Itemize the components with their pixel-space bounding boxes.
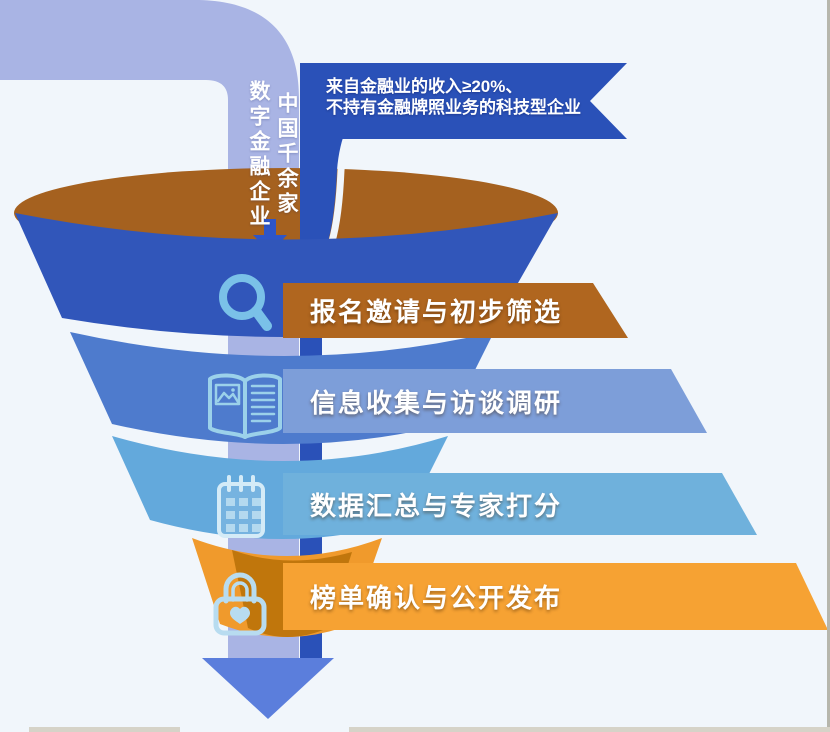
stage-banner-3 xyxy=(283,473,757,535)
criteria-banner-text: 来自金融业的收入≥20%、 不持有金融牌照业务的科技型企业 xyxy=(326,76,581,118)
stage-label-1: 报名邀请与初步筛选 xyxy=(310,297,563,327)
lock-icon xyxy=(213,572,267,636)
open-book-icon xyxy=(208,373,282,439)
criteria-banner-shape xyxy=(300,63,627,139)
stage-label-3: 数据汇总与专家打分 xyxy=(310,490,563,521)
stage-banner-1 xyxy=(283,283,628,338)
source-label-column-right: 中国千余家 xyxy=(275,92,298,217)
down-arrow-small-icon xyxy=(253,219,287,253)
frame-bottom-bar-left xyxy=(29,727,180,732)
magnifier-icon xyxy=(219,274,272,331)
stage-label-4: 榜单确认与公开发布 xyxy=(310,583,563,613)
frame-bottom-bar-right xyxy=(349,727,830,732)
frame-right-border xyxy=(827,0,830,732)
exit-arrow-icon xyxy=(202,658,334,719)
source-label-column-left: 数字金融企业 xyxy=(247,80,270,230)
criteria-line-2: 不持有金融牌照业务的科技型企业 xyxy=(326,98,581,117)
stage-banner-2 xyxy=(283,369,707,433)
calendar-icon xyxy=(217,475,265,538)
criteria-line-1: 来自金融业的收入≥20%、 xyxy=(326,77,523,96)
stage-banner-4 xyxy=(283,563,828,630)
stage-label-2: 信息收集与访谈调研 xyxy=(310,387,563,418)
